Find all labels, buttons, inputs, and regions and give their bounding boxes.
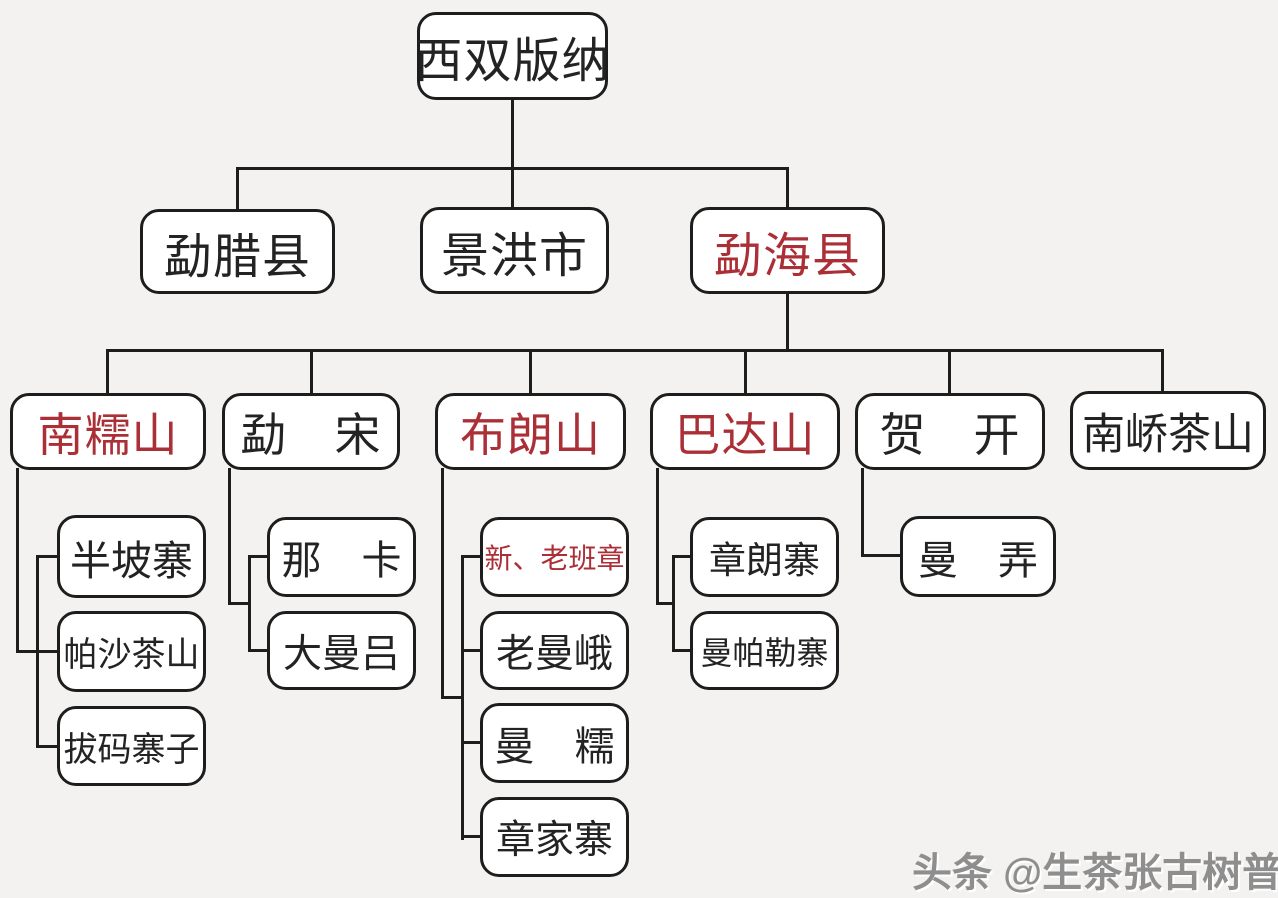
connector-bada-rail [672, 555, 675, 652]
node-mengsong: 勐 宋 [222, 393, 400, 470]
node-naka: 那 卡 [267, 517, 416, 597]
connector-bulang-v [441, 468, 444, 699]
node-mengla-county: 勐腊县 [140, 209, 335, 294]
connector-hekai-v [861, 468, 864, 557]
connector-menghai-drop [786, 293, 789, 351]
connector-drop-nanqiao [1161, 349, 1164, 393]
node-laomane: 老曼峨 [480, 611, 629, 690]
connector-hekai-elbow [861, 554, 903, 557]
connector-mengsong-rail [248, 555, 251, 652]
node-bada-mountain: 巴达山 [650, 393, 840, 470]
connector-bulang-rail [461, 555, 464, 840]
node-bama-village: 拔码寨子 [57, 706, 206, 786]
watermark-strip-bottom: 头条 @生茶张古树普洱 头条 @生茶张古树普洱 头条 @生茶张古树普洱 [0, 889, 1278, 898]
connector-drop-nannuo [106, 349, 109, 395]
connector-mengsong-v [228, 468, 231, 605]
node-bulang-mountain: 布朗山 [435, 393, 626, 470]
connector-bada-v [656, 468, 659, 605]
node-xishuangbanna: 西双版纳 [415, 12, 610, 100]
connector-stub-laomane [461, 649, 483, 652]
node-zhanglang-village: 章朗寨 [690, 517, 839, 597]
connector-drop-menghai [786, 167, 789, 209]
node-mannong: 曼 弄 [900, 516, 1056, 597]
connector-stub-xinlaobanzhang [461, 555, 483, 558]
connector-drop-hekai [948, 349, 951, 395]
node-damanlv: 大曼吕 [267, 611, 416, 690]
node-nannuo-mountain: 南糯山 [10, 393, 206, 470]
node-banpo-village: 半坡寨 [57, 515, 206, 598]
node-zhangjia-village: 章家寨 [480, 797, 629, 877]
connector-nannuo-rail [36, 555, 39, 748]
connector-drop-bulang [529, 349, 532, 395]
connector-bulang-elbow [441, 696, 464, 699]
connector-stub-mannuo [461, 741, 483, 744]
connector-nannuo-v [16, 468, 19, 653]
connector-root-drop [511, 99, 514, 168]
connector-stub-bama [36, 745, 61, 748]
node-pasha-tea-mountain: 帕沙茶山 [57, 611, 206, 692]
connector-stub-zhangjia [461, 835, 483, 838]
connector-drop-mengsong [310, 349, 313, 395]
connector-bada-elbow [656, 602, 675, 605]
node-xin-lao-banzhang: 新、老班章 [480, 517, 629, 597]
connector-stub-naka [248, 555, 270, 558]
connector-stub-banpo [36, 555, 61, 558]
connector-level3-bus [106, 349, 1164, 352]
connector-stub-manpale [672, 649, 693, 652]
connector-stub-damanlv [248, 649, 270, 652]
node-nanqiao-tea-mountain: 南峤茶山 [1070, 391, 1266, 470]
connector-mengsong-elbow [228, 602, 251, 605]
connector-stub-zhanglang [672, 555, 693, 558]
connector-drop-jinghong [511, 167, 514, 209]
node-mannuo: 曼 糯 [480, 703, 629, 783]
connector-drop-bada [744, 349, 747, 395]
node-hekai: 贺 开 [855, 393, 1045, 470]
node-manpale-village: 曼帕勒寨 [690, 611, 839, 690]
node-jinghong-city: 景洪市 [420, 207, 609, 294]
connector-drop-mengla [236, 167, 239, 211]
node-menghai-county: 勐海县 [690, 207, 885, 294]
watermark-toutiao: 头条 @生茶张古树普洱 [912, 851, 1278, 895]
